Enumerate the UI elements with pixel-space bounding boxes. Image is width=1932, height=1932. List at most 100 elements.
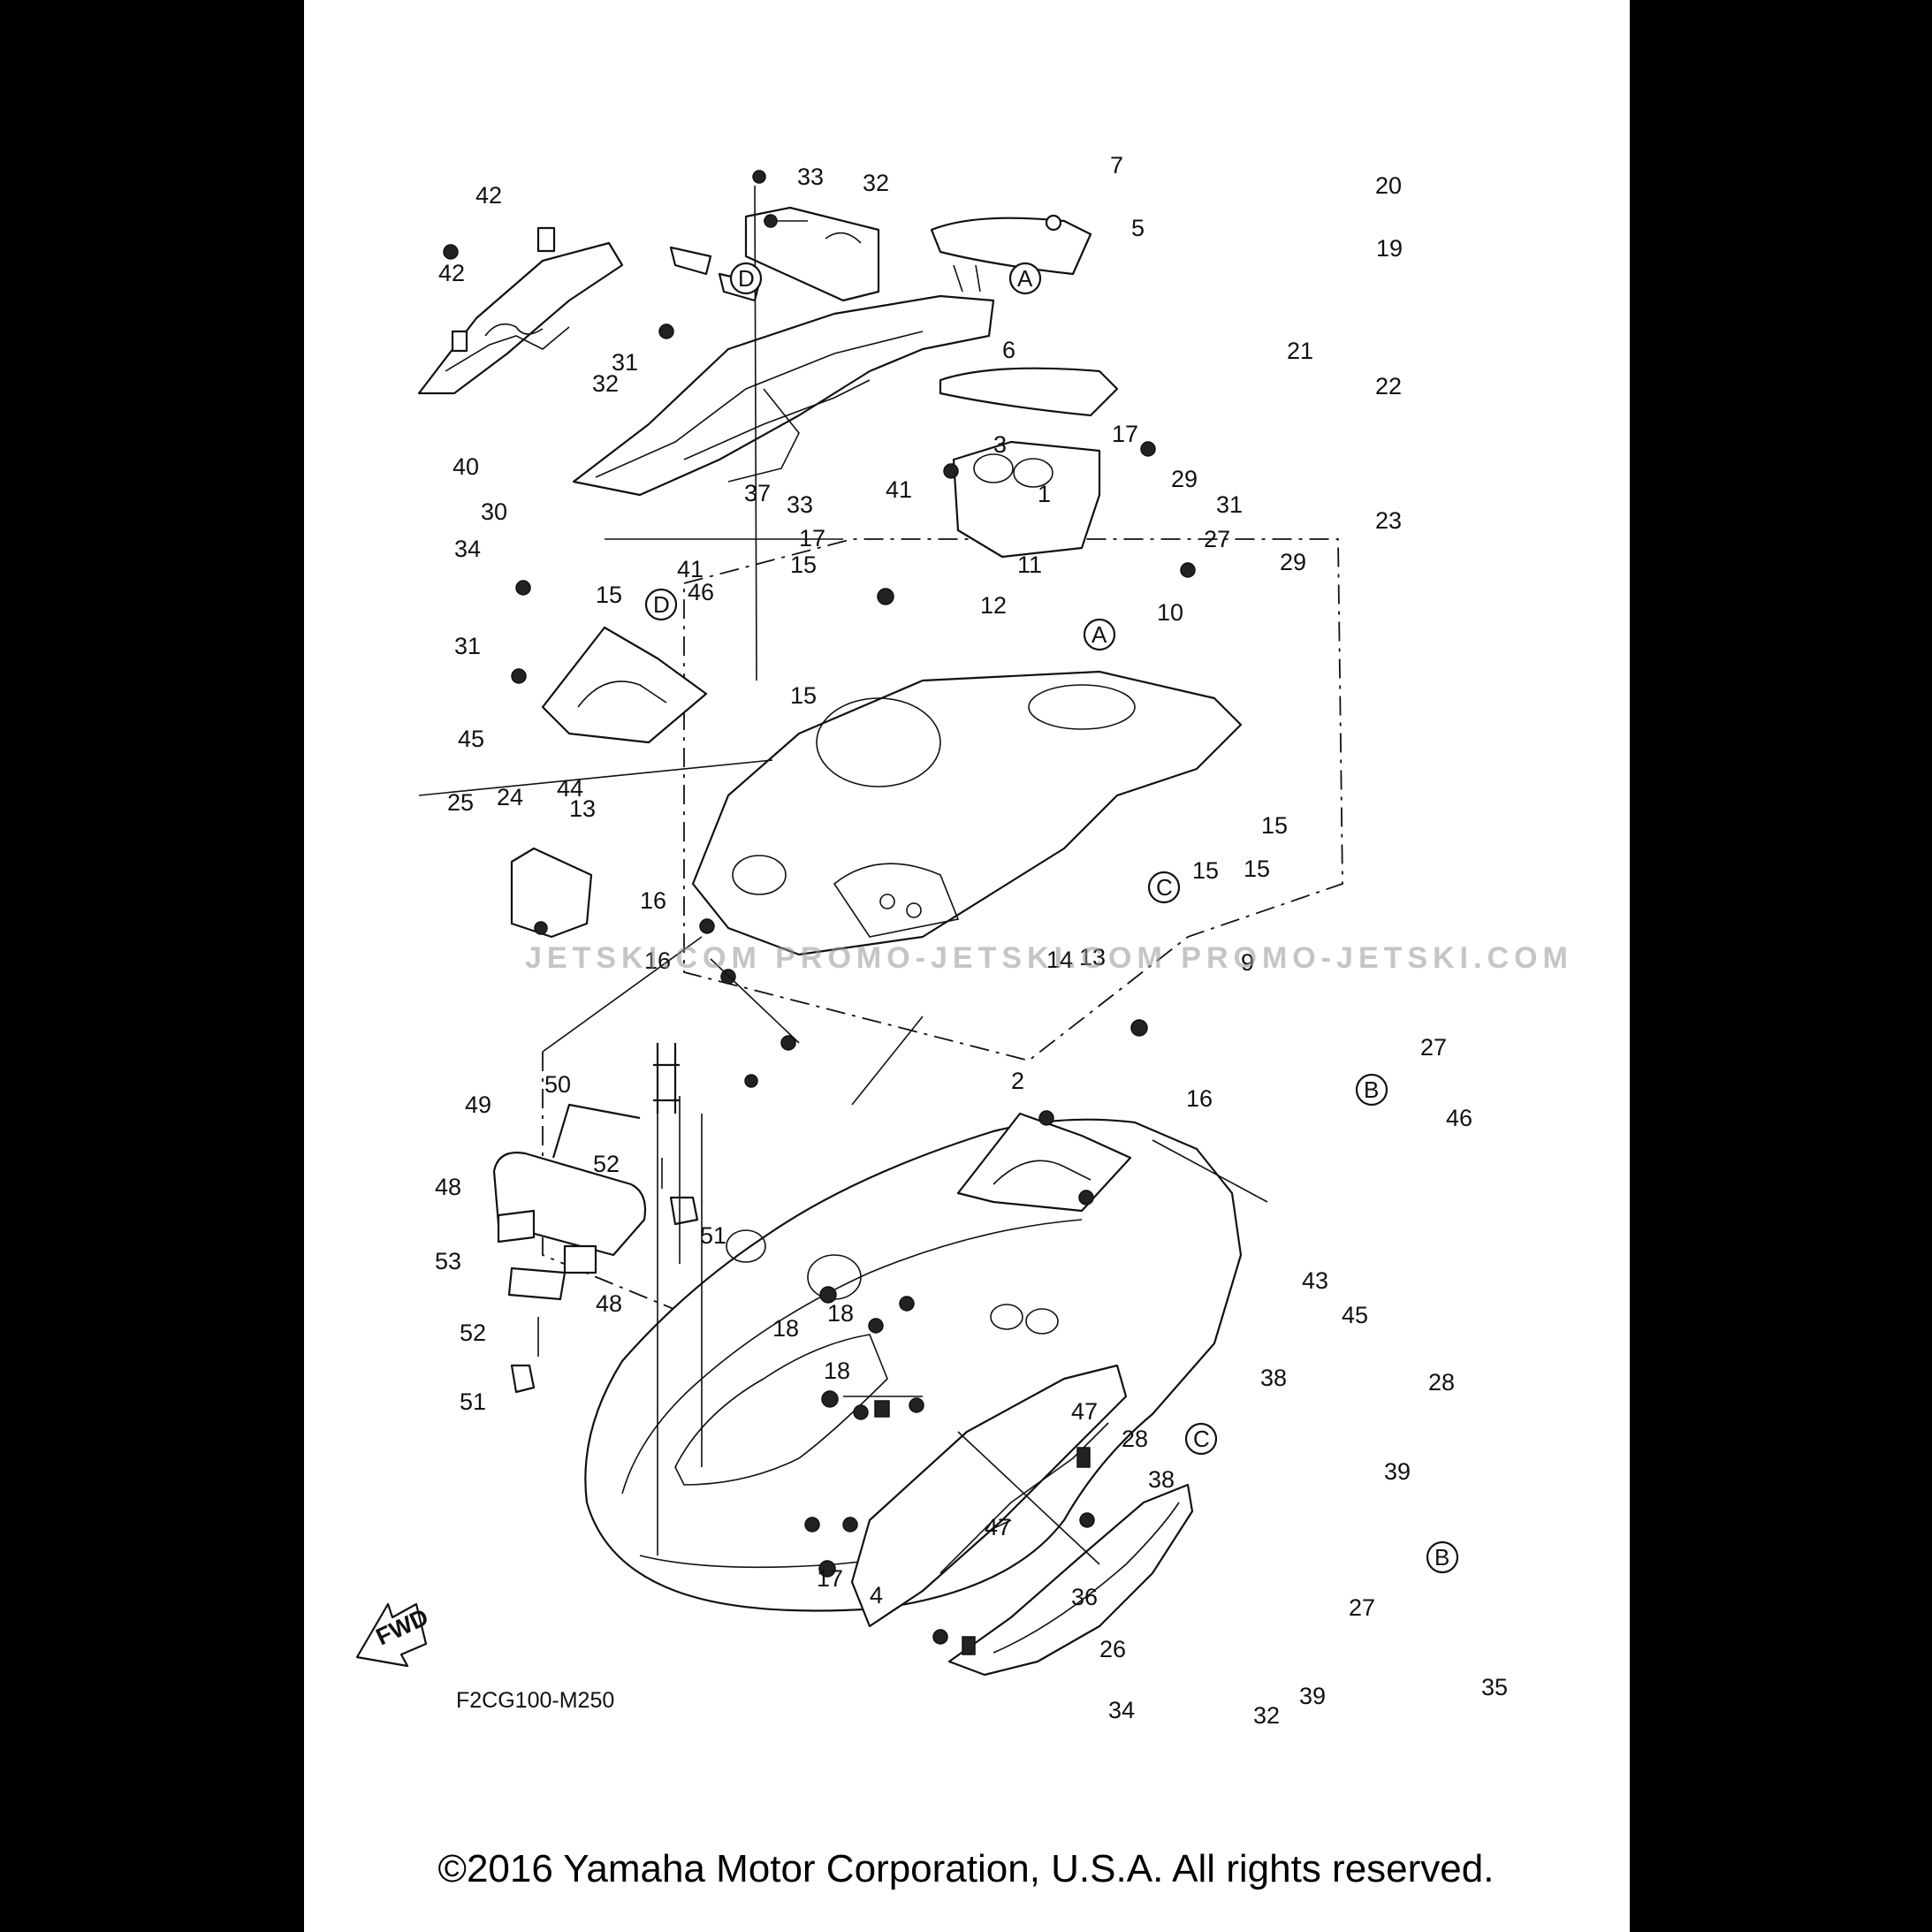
hinge-part-21 bbox=[953, 264, 981, 293]
callout-34b: 34 bbox=[1108, 1697, 1135, 1723]
rear-cover-part-26 bbox=[850, 1364, 1128, 1628]
callout-27c: 27 bbox=[1349, 1594, 1375, 1621]
callout-16a: 16 bbox=[640, 887, 666, 914]
callout-28b: 28 bbox=[1122, 1426, 1148, 1452]
callout-47a: 47 bbox=[1071, 1398, 1098, 1425]
callout-26: 26 bbox=[1099, 1636, 1126, 1662]
callout-10: 10 bbox=[1157, 599, 1183, 626]
callout-19: 19 bbox=[1376, 235, 1403, 262]
callout-51b: 51 bbox=[460, 1388, 486, 1415]
part-callouts: 1 2 3 4 5 6 7 9 10 11 12 13 13 14 15 15 … bbox=[435, 152, 1508, 1729]
callout-47b: 47 bbox=[985, 1514, 1011, 1540]
strap-part-48a bbox=[497, 1209, 536, 1244]
callout-4: 4 bbox=[870, 1582, 883, 1609]
callout-14: 14 bbox=[1046, 947, 1073, 973]
callout-53: 53 bbox=[435, 1248, 461, 1274]
callout-20: 20 bbox=[1375, 172, 1402, 199]
callout-41b: 41 bbox=[677, 556, 704, 582]
callout-29b: 29 bbox=[1280, 549, 1306, 575]
callout-18a: 18 bbox=[772, 1315, 799, 1342]
callout-46a: 46 bbox=[688, 579, 714, 605]
svg-text:C: C bbox=[1156, 874, 1173, 901]
callout-16c: 16 bbox=[1186, 1085, 1213, 1112]
svg-text:D: D bbox=[738, 265, 755, 292]
cover-part-24 bbox=[510, 847, 593, 939]
callout-13b: 13 bbox=[1079, 944, 1106, 970]
ref-marker-a2: A bbox=[1083, 618, 1116, 651]
callout-15a: 15 bbox=[596, 582, 622, 608]
deck-cover-part-30 bbox=[572, 294, 995, 497]
front-compartment-boundary bbox=[542, 1052, 835, 1318]
callout-48b: 48 bbox=[596, 1290, 622, 1317]
ref-marker-a1: A bbox=[1008, 262, 1042, 295]
seat-tub-part-9 bbox=[691, 670, 1243, 956]
callout-15e: 15 bbox=[1192, 857, 1219, 884]
callout-15d: 15 bbox=[1261, 812, 1288, 839]
callout-18b: 18 bbox=[827, 1300, 854, 1327]
callout-25: 25 bbox=[447, 789, 474, 816]
callout-49: 49 bbox=[465, 1092, 491, 1118]
callout-13a: 13 bbox=[569, 795, 596, 822]
callout-36: 36 bbox=[1071, 1584, 1098, 1610]
callout-16b: 16 bbox=[644, 947, 671, 974]
callout-1: 1 bbox=[1038, 481, 1051, 507]
ref-marker-b2: B bbox=[1426, 1540, 1459, 1574]
ref-marker-b1: B bbox=[1355, 1073, 1388, 1107]
cable-part-2 bbox=[653, 1043, 680, 1114]
callout-2: 2 bbox=[1011, 1068, 1024, 1094]
callout-51a: 51 bbox=[700, 1222, 726, 1249]
callout-23: 23 bbox=[1375, 507, 1402, 534]
callout-32b: 32 bbox=[863, 170, 889, 196]
callout-15c: 15 bbox=[790, 682, 817, 709]
bracket-part-43 bbox=[956, 1112, 1132, 1213]
lid-part-19 bbox=[930, 217, 1092, 276]
callout-15f: 15 bbox=[1244, 856, 1270, 882]
callout-40: 40 bbox=[453, 453, 479, 480]
bracket-part-44 bbox=[541, 626, 708, 744]
callout-39b: 39 bbox=[1299, 1683, 1326, 1709]
callout-42a: 42 bbox=[475, 182, 502, 209]
ref-marker-c2: C bbox=[1184, 1422, 1218, 1456]
callout-17c: 17 bbox=[817, 1565, 843, 1592]
meter-panel-part-5 bbox=[744, 206, 880, 302]
callout-21: 21 bbox=[1287, 338, 1313, 364]
clip-part-20 bbox=[1045, 214, 1062, 232]
svg-text:B: B bbox=[1434, 1544, 1449, 1571]
callout-48a: 48 bbox=[435, 1174, 461, 1200]
callout-32c: 32 bbox=[1253, 1702, 1280, 1729]
callout-22: 22 bbox=[1375, 373, 1402, 399]
svg-text:C: C bbox=[1193, 1426, 1210, 1452]
watermark: JETSKI.COM PROMO-JETSKI.COM PROMO-JETSKI… bbox=[525, 941, 1573, 975]
callout-3: 3 bbox=[993, 431, 1007, 458]
hook-part-51b bbox=[510, 1364, 536, 1394]
callout-50: 50 bbox=[544, 1071, 571, 1098]
callout-42b: 42 bbox=[438, 260, 465, 286]
callout-27a: 27 bbox=[1204, 526, 1230, 552]
parts-diagram: FWD A A B B C C D D 1 2 3 4 5 6 7 9 10 1… bbox=[355, 152, 1508, 1729]
pin-part-52 bbox=[537, 1158, 663, 1357]
hull-deck bbox=[584, 1118, 1243, 1612]
fasteners bbox=[443, 170, 1196, 1655]
callout-52a: 52 bbox=[593, 1151, 620, 1177]
callout-29a: 29 bbox=[1171, 466, 1198, 492]
callout-41a: 41 bbox=[886, 476, 912, 503]
svg-text:A: A bbox=[1017, 265, 1033, 292]
callout-15b: 15 bbox=[790, 551, 817, 578]
svg-text:B: B bbox=[1364, 1076, 1379, 1103]
strap-part-50 bbox=[551, 1103, 641, 1159]
rear-cover-part-35 bbox=[947, 1483, 1194, 1677]
callout-31c: 31 bbox=[1216, 491, 1243, 518]
callout-11: 11 bbox=[1017, 551, 1042, 578]
callout-45b: 45 bbox=[1342, 1302, 1368, 1328]
callout-18c: 18 bbox=[824, 1358, 850, 1384]
callout-45a: 45 bbox=[458, 726, 484, 752]
hook-part-51a bbox=[669, 1196, 699, 1226]
front-cover-part-40 bbox=[417, 241, 624, 395]
leader-lines bbox=[418, 185, 1268, 1565]
callout-38b: 38 bbox=[1148, 1466, 1175, 1493]
callout-35: 35 bbox=[1481, 1674, 1508, 1700]
callout-37: 37 bbox=[744, 480, 771, 506]
callout-34a: 34 bbox=[454, 536, 481, 562]
callout-38a: 38 bbox=[1260, 1365, 1287, 1391]
callout-17a: 17 bbox=[1112, 421, 1138, 447]
